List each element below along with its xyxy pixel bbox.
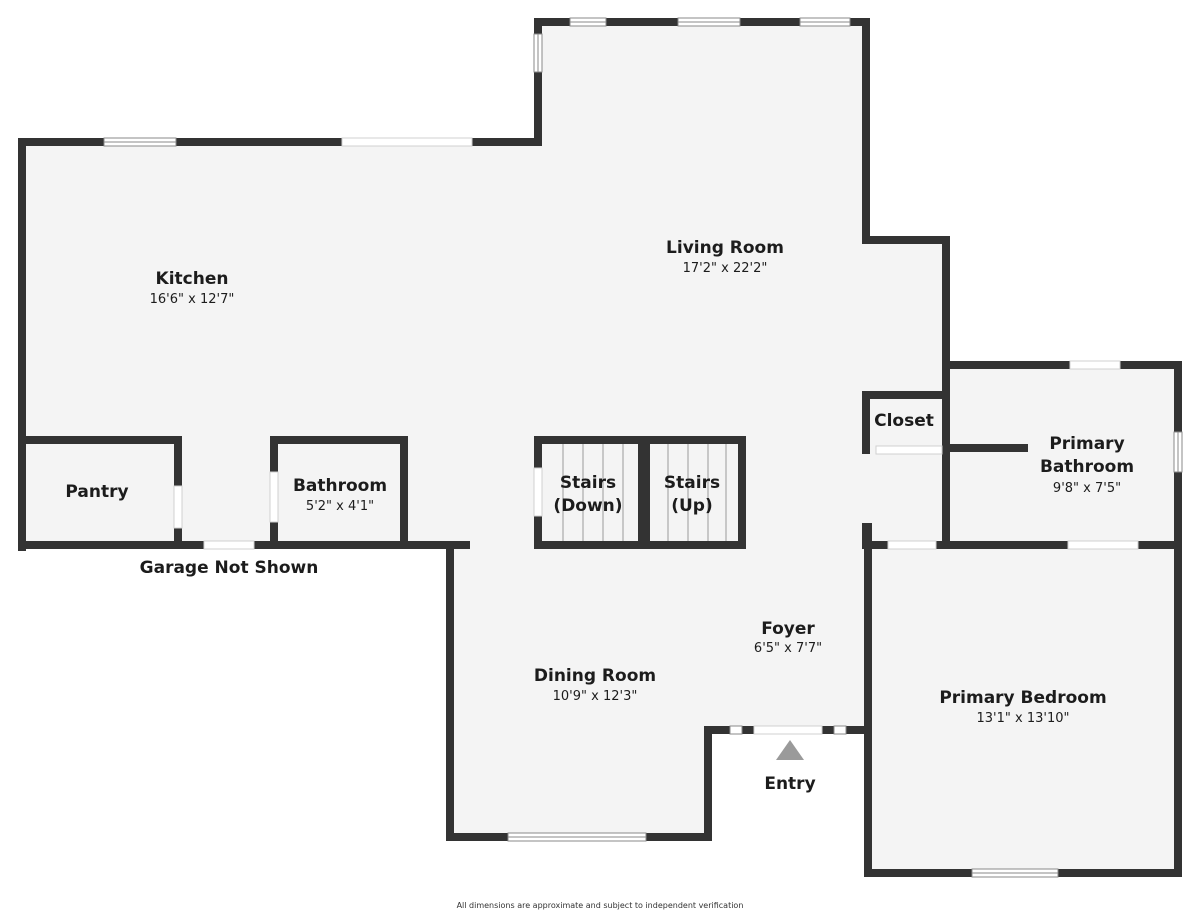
foyer-dims: 6'5" x 7'7"	[754, 641, 822, 656]
foyer-name: Foyer	[761, 619, 815, 639]
bathroom-name: Bathroom	[293, 476, 387, 496]
opening	[341, 137, 473, 147]
window	[729, 725, 743, 735]
pantry-name: Pantry	[65, 482, 128, 502]
opening	[887, 540, 937, 550]
stairs-down-treads	[562, 443, 624, 545]
kitchen-dims: 16'6" x 12'7"	[150, 292, 235, 307]
stairs-up-label-2: (Up)	[671, 496, 713, 516]
primary-bathroom-dims: 9'8" x 7'5"	[1053, 481, 1121, 496]
stairs-up-label-1: Stairs	[664, 473, 720, 493]
wall-closet	[862, 391, 950, 454]
primary-bedroom-name: Primary Bedroom	[939, 688, 1106, 708]
kitchen-name: Kitchen	[156, 269, 229, 289]
wall-kitchen-north	[18, 18, 1182, 551]
opening	[203, 540, 255, 550]
windows	[103, 17, 1183, 878]
floor-fill	[22, 22, 1178, 873]
window	[833, 725, 847, 735]
entry-door	[753, 725, 823, 735]
opening	[533, 467, 543, 517]
main-floor-area	[22, 22, 1178, 873]
stairs-up-treads	[667, 443, 727, 545]
room-labels: Kitchen 16'6" x 12'7" Living Room 17'2" …	[65, 238, 1134, 910]
garage-label: Garage Not Shown	[140, 558, 319, 578]
closet-name: Closet	[874, 411, 934, 431]
opening	[1067, 540, 1139, 550]
stairs-down-label-2: (Down)	[553, 496, 622, 516]
primary-bathroom-label-1: Primary	[1049, 434, 1124, 454]
opening	[173, 485, 183, 529]
wall-stairs-up	[642, 436, 746, 549]
primary-bedroom-dims: 13'1" x 13'10"	[977, 711, 1070, 726]
opening	[269, 471, 279, 523]
dining-room-name: Dining Room	[534, 666, 656, 686]
opening	[1069, 360, 1121, 370]
entry-label: Entry	[764, 774, 815, 794]
opening	[875, 445, 943, 455]
footer-note: All dimensions are approximate and subje…	[457, 901, 744, 910]
living-room-name: Living Room	[666, 238, 784, 258]
stairs-down-label-1: Stairs	[560, 473, 616, 493]
bathroom-dims: 5'2" x 4'1"	[306, 499, 374, 514]
primary-bathroom-label-2: Bathroom	[1040, 457, 1134, 477]
entry-arrow-icon	[776, 740, 804, 760]
dining-room-dims: 10'9" x 12'3"	[553, 689, 638, 704]
living-room-dims: 17'2" x 22'2"	[683, 261, 768, 276]
